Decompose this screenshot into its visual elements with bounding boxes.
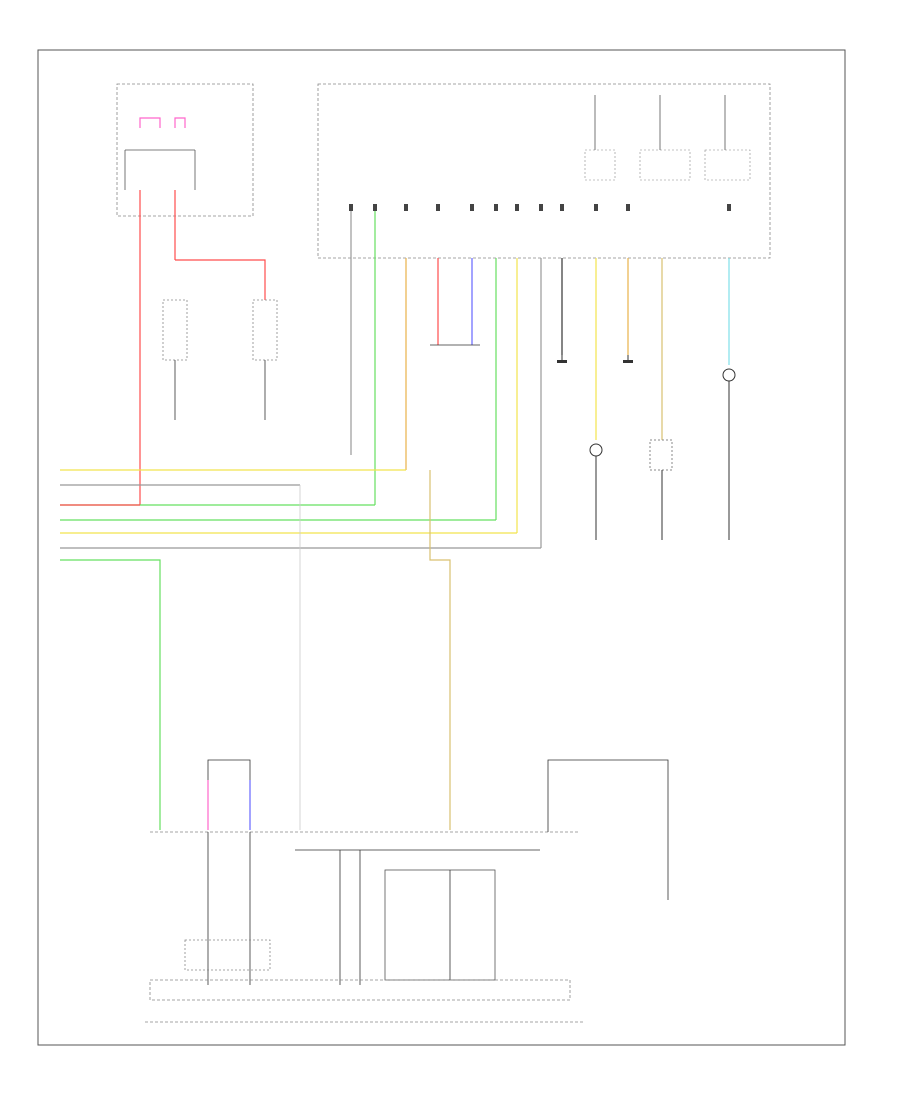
relay-box	[116, 83, 254, 217]
right-loads	[557, 355, 736, 540]
red-wires	[139, 190, 266, 505]
switch-pair	[162, 299, 278, 420]
bottom-module	[145, 759, 669, 1023]
module-wires	[350, 211, 730, 548]
horizontal-bus	[60, 469, 541, 830]
module-pins	[349, 204, 731, 211]
diagram-frame	[37, 49, 846, 1046]
body-control-module	[317, 83, 771, 259]
